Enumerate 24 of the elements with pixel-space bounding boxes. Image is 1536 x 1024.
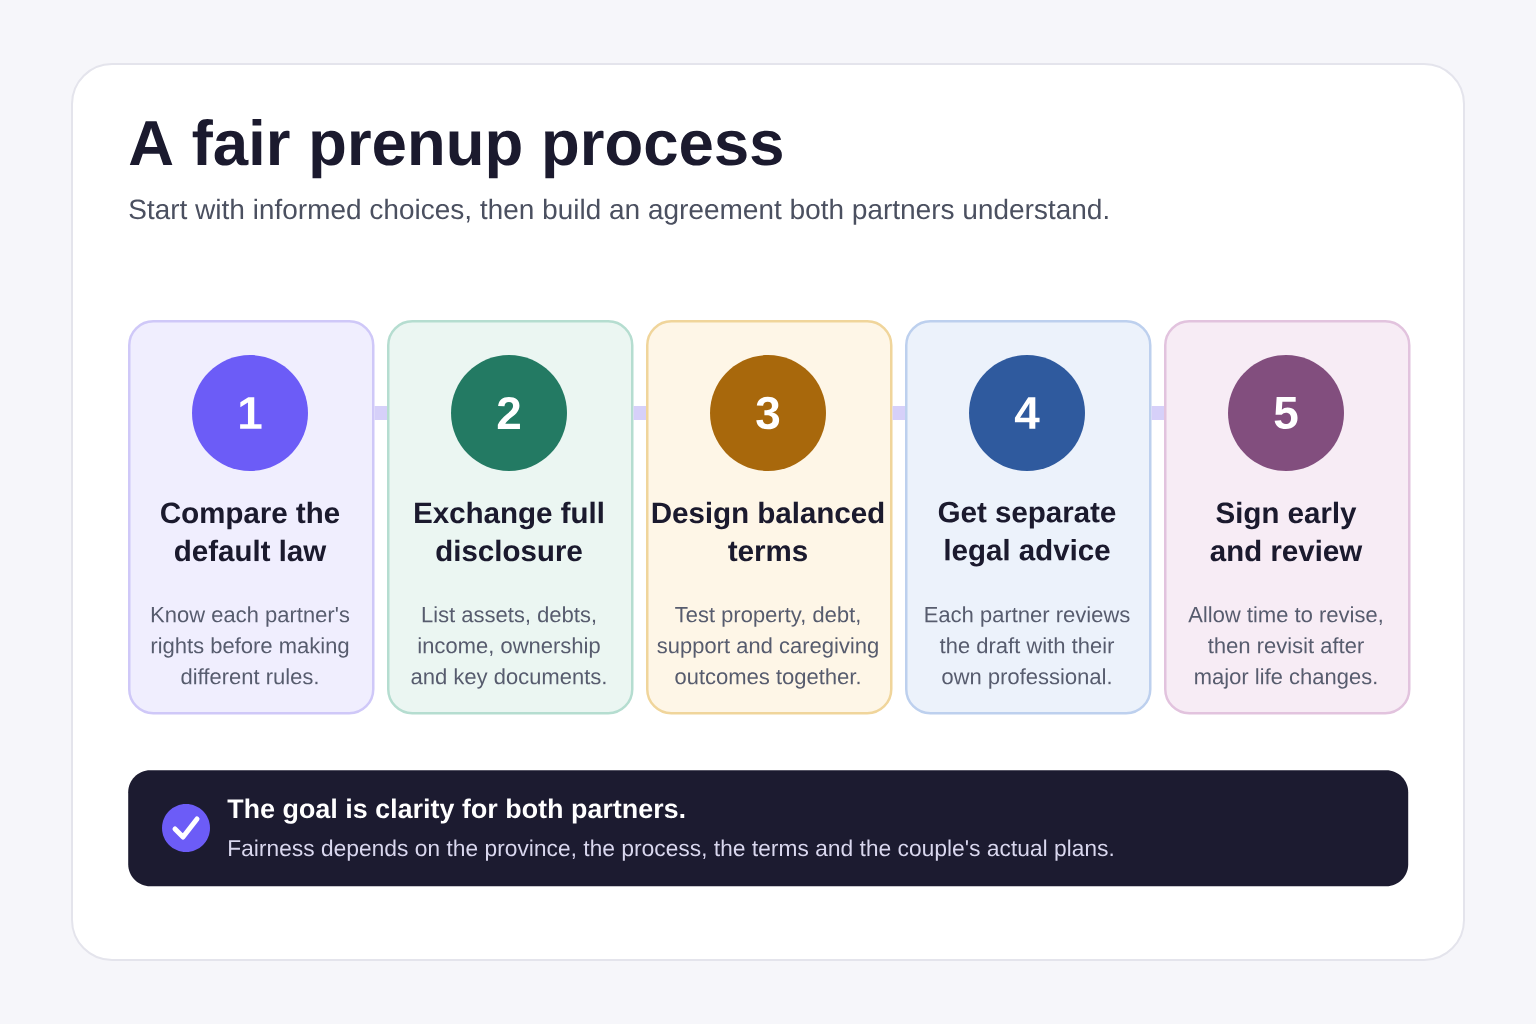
step-heading: Sign early and review <box>1210 501 1363 562</box>
step-heading: Compare the default law <box>161 501 340 562</box>
step-description: Know each partner's rights before making different rules. <box>151 606 350 685</box>
number-badge: 3 <box>710 355 826 471</box>
step-description: Allow time to revise, then revisit after major life changes. <box>1188 606 1382 689</box>
step-heading: Design balanced terms <box>652 501 884 562</box>
step-description: List assets, debts, income, ownership and key documents. <box>411 606 606 689</box>
note-banner <box>128 770 1409 887</box>
connector-bar <box>892 406 905 420</box>
number-badge: 5 <box>1228 355 1344 471</box>
title: A fair prenup process <box>129 119 782 179</box>
banner-heading: The goal is clarity for both partners. <box>227 798 685 824</box>
step-heading: Get separate legal advice <box>938 501 1116 567</box>
connector-bar <box>374 406 387 420</box>
connector-bar <box>1151 406 1164 420</box>
number-badge: 1 <box>192 355 308 471</box>
number-badge: 4 <box>969 355 1085 471</box>
banner-text: Fairness depends on the province, the process, the terms and the couple's actual plans. <box>229 839 1113 861</box>
step-description: Each partner reviews the draft with their own professional. <box>925 606 1130 689</box>
step-heading: Exchange full disclosure <box>415 501 603 562</box>
subtitle: Start with informed choices, then build an agreement both partners understand. <box>129 198 1108 225</box>
number-badge: 2 <box>451 355 567 471</box>
step-description: Test property, debt, support and caregiving outcomes together. <box>657 606 878 689</box>
connector-bar <box>633 406 646 420</box>
